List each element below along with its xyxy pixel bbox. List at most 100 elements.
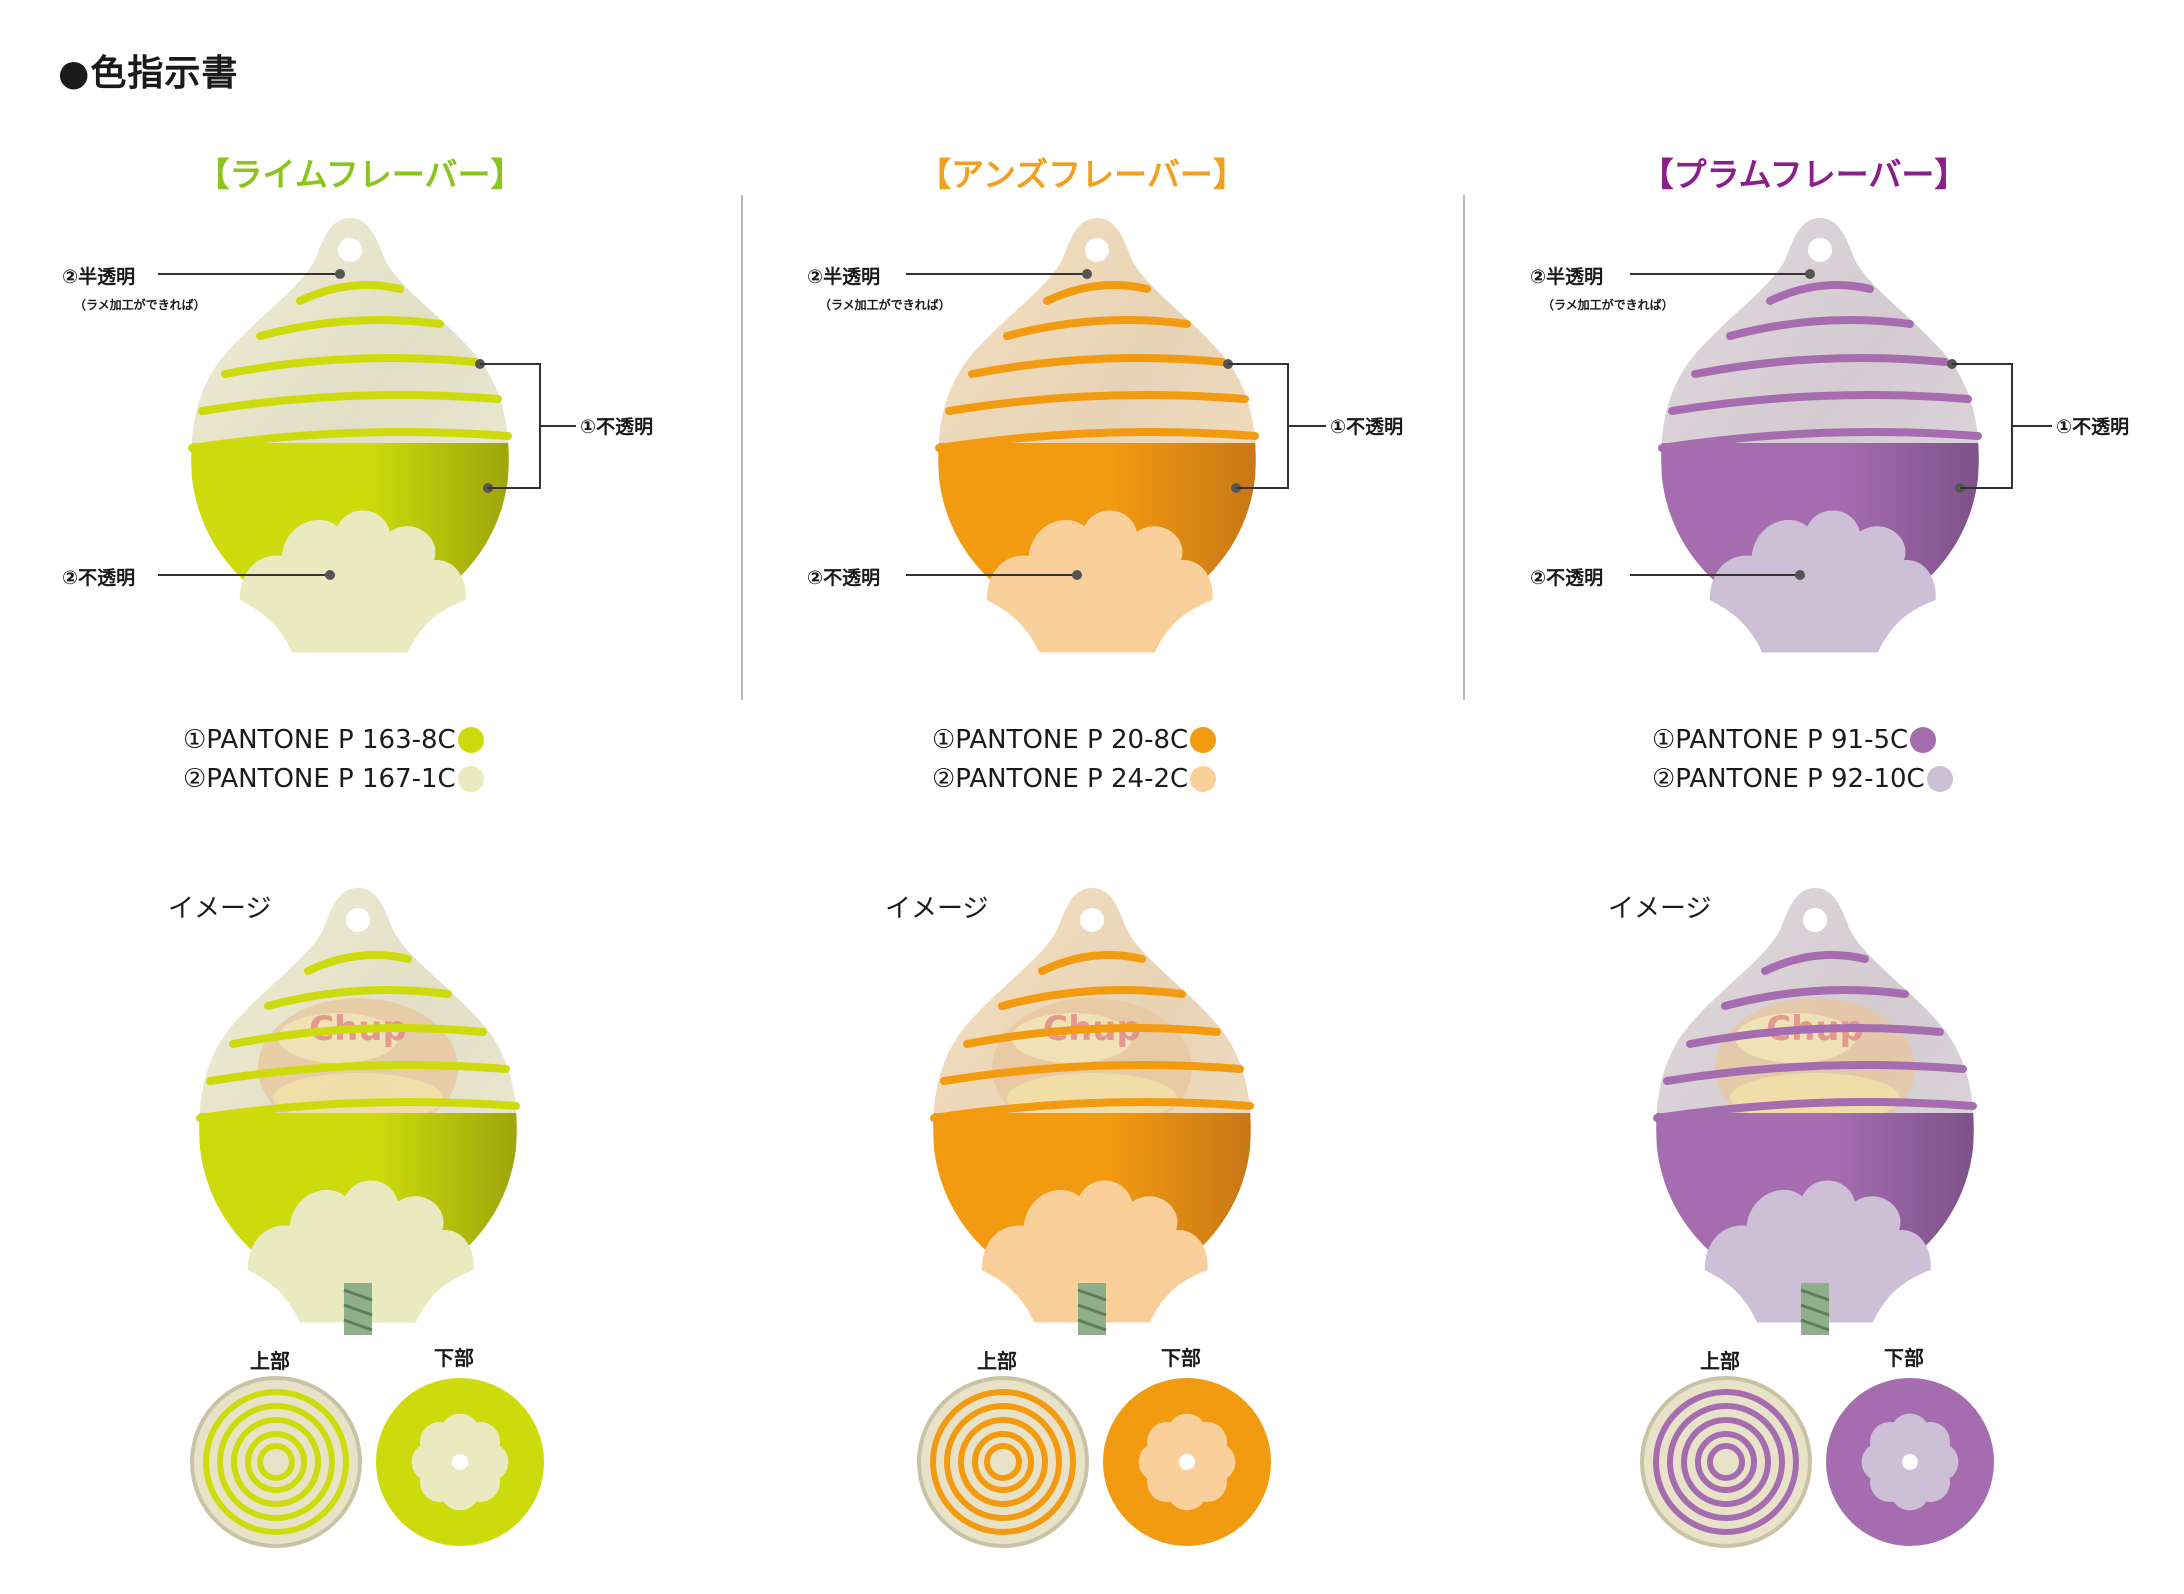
pantone-2-text: ②PANTONE P 92-10C	[1652, 764, 1925, 794]
top-view-ring	[1667, 1403, 1785, 1521]
page-title: ●色指示書	[58, 53, 239, 94]
cloud-emblem	[1704, 1180, 1931, 1323]
top-view-ring	[972, 1431, 1034, 1493]
opaque-1-label: ①不透明	[1330, 416, 1404, 438]
column-divider	[741, 195, 743, 700]
spiral-stripe	[1003, 316, 1191, 340]
top-view-ring	[245, 1431, 307, 1493]
spiral-stripe	[229, 1024, 487, 1048]
spiral-stripe	[1668, 391, 1972, 415]
spiral-stripe	[221, 354, 479, 378]
spiral-stripe	[1761, 951, 1869, 975]
spiral-stripe	[1686, 1024, 1944, 1048]
bottom-part-label: 下部	[1884, 1346, 1924, 1370]
semi-transparent-label: ②半透明	[62, 266, 136, 288]
image-label: イメージ	[168, 894, 272, 924]
top-view-ring	[257, 1443, 295, 1481]
bottom-view-center	[1179, 1454, 1195, 1470]
spiral-stripe	[264, 986, 452, 1010]
spiral-stripe	[945, 391, 1249, 415]
pantone-1-swatch	[1190, 727, 1217, 753]
hang-hole	[1803, 908, 1827, 932]
image-label: イメージ	[885, 894, 989, 924]
top-part-label: 上部	[250, 1349, 290, 1373]
bottom-part-label: 下部	[1161, 1346, 1201, 1370]
pantone-2-swatch	[1190, 766, 1217, 792]
top-view-ring	[930, 1389, 1076, 1535]
spiral-stripe	[296, 281, 404, 305]
pantone-2-text: ②PANTONE P 167-1C	[183, 764, 456, 794]
flavor-column-apricot: 【アンズフレーバー】 Chup	[722, 0, 1442, 1594]
hang-hole	[1085, 238, 1109, 262]
bottom-part-label: 下部	[434, 1346, 474, 1370]
pantone-2-swatch	[457, 766, 484, 792]
hang-hole	[1808, 238, 1832, 262]
hang-hole	[338, 238, 362, 262]
spiral-stripe	[935, 428, 1259, 452]
glitter-note: （ラメ加工ができれば）	[74, 298, 206, 312]
flavor-diagram-apricot: Chup	[906, 218, 1326, 1548]
bottom-view-flower	[411, 1413, 509, 1511]
cloud-emblem	[239, 510, 466, 653]
spiral-stripe	[198, 391, 502, 415]
top-part-label: 上部	[977, 1349, 1017, 1373]
cloud-emblem	[247, 1180, 474, 1323]
pantone-1-text: ①PANTONE P 91-5C	[1652, 725, 1909, 755]
top-part-label: 上部	[1700, 1349, 1740, 1373]
spiral-stripe	[256, 316, 444, 340]
image-label: イメージ	[1608, 894, 1712, 924]
spiral-stripe	[963, 1024, 1221, 1048]
spiral-stripe	[998, 986, 1186, 1010]
top-view-disc	[917, 1376, 1089, 1548]
spiral-stripe	[930, 1098, 1254, 1122]
spiral-stripe	[1663, 1061, 1967, 1085]
opaque-2-label: ②不透明	[807, 567, 881, 589]
top-view-ring	[231, 1417, 321, 1507]
top-view-disc	[190, 1376, 362, 1548]
spiral-stripe	[206, 1061, 510, 1085]
top-view-ring	[944, 1403, 1062, 1521]
opaque-2-label: ②不透明	[1530, 567, 1604, 589]
spiral-stripe	[940, 1061, 1244, 1085]
pantone-1-swatch	[1910, 727, 1937, 753]
spiral-stripe	[1726, 316, 1914, 340]
column-divider	[1463, 195, 1465, 700]
opaque-2-label: ②不透明	[62, 567, 136, 589]
spiral-stripe	[1038, 951, 1146, 975]
hang-hole	[1080, 908, 1104, 932]
pantone-1-text: ①PANTONE P 20-8C	[932, 725, 1189, 755]
spiral-stripe	[1043, 281, 1151, 305]
spiral-stripe	[1653, 1098, 1977, 1122]
spiral-stripe	[304, 951, 412, 975]
top-view-ring	[203, 1389, 349, 1535]
semi-transparent-label: ②半透明	[807, 266, 881, 288]
pantone-1-row: ①PANTONE P 91-5C	[1652, 722, 1937, 758]
pantone-2-text: ②PANTONE P 24-2C	[932, 764, 1189, 794]
spiral-stripe	[1721, 986, 1909, 1010]
pantone-1-swatch	[457, 727, 484, 753]
flavor-column-lime: 【ライムフレーバー】 Chup	[0, 0, 720, 1594]
flavor-diagram-plum: Chup	[1630, 218, 2052, 1548]
cloud-emblem	[981, 1180, 1208, 1323]
spiral-stripe	[196, 1098, 520, 1122]
top-view-ring	[1695, 1431, 1757, 1493]
bottom-view-flower	[1861, 1413, 1959, 1511]
pantone-2-row: ②PANTONE P 92-10C	[1652, 761, 1953, 797]
semi-transparent-label: ②半透明	[1530, 266, 1604, 288]
flavor-column-plum: 【プラムフレーバー】 Chup	[1444, 0, 2164, 1594]
top-view-ring	[1707, 1443, 1745, 1481]
flavor-diagram-lime: Chup	[158, 218, 576, 1548]
flavor-title: 【ライムフレーバー】	[196, 155, 524, 194]
top-view-ring	[1653, 1389, 1799, 1535]
glitter-note: （ラメ加工ができれば）	[1542, 298, 1674, 312]
opaque-1-label: ①不透明	[580, 416, 654, 438]
spiral-stripe	[968, 354, 1226, 378]
cloud-emblem	[1709, 510, 1936, 653]
opaque-1-label: ①不透明	[2056, 416, 2130, 438]
top-view-ring	[1681, 1417, 1771, 1507]
top-view-ring	[217, 1403, 335, 1521]
pantone-1-row: ①PANTONE P 20-8C	[932, 722, 1217, 758]
bottom-view-center	[452, 1454, 468, 1470]
spiral-stripe	[1691, 354, 1949, 378]
bottom-view-center	[1902, 1454, 1918, 1470]
